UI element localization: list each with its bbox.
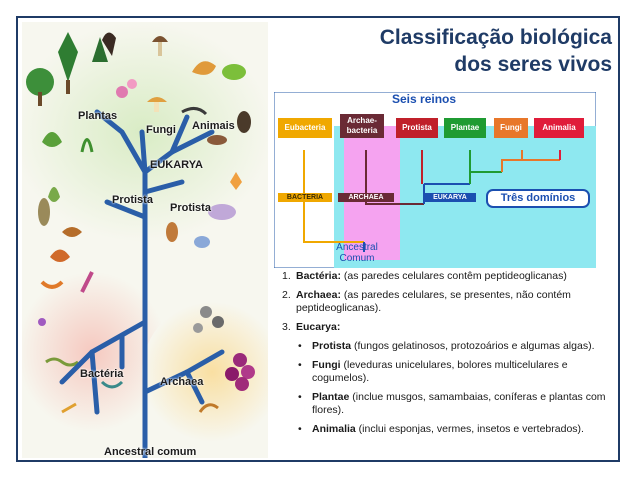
sub-list-item: • Animalia (inclui esponjas, vermes, ins…: [298, 423, 612, 436]
tree-branches: [59, 109, 225, 458]
ancestral-comum-label: Ancestral Comum: [336, 242, 378, 264]
eukarya-halo: [22, 22, 268, 242]
label-animais: Animais: [192, 120, 235, 132]
classification-list: 1. Bactéria: (as paredes celulares contê…: [282, 270, 612, 442]
domain-eukarya: EUKARYA: [424, 193, 476, 202]
domain-bacteria: BACTERIA: [278, 193, 332, 202]
bacteria-organisms: [38, 271, 124, 414]
item-term: Eucarya:: [296, 321, 341, 333]
fungi-organisms: [102, 32, 168, 112]
kingdoms-domains-cladogram: Seis reinos Eubacteria Archae- bacteria …: [274, 92, 596, 268]
bullet: •: [298, 340, 302, 352]
subitem-term: Protista: [312, 340, 352, 352]
list-item: 2. Archaea: (as paredes celulares, se pr…: [282, 289, 612, 315]
kingdom-animalia: Animalia: [534, 118, 584, 138]
sub-list-item: • Plantae (inclue musgos, samambaias, co…: [298, 391, 612, 417]
label-ancestral-comum: Ancestral comum: [104, 446, 197, 458]
animal-organisms: [181, 61, 251, 190]
subitem-term: Fungi: [312, 359, 341, 371]
item-number: 3.: [282, 321, 291, 333]
title-line-1: Classificação biológica: [379, 26, 612, 49]
item-term: Archaea:: [296, 289, 341, 301]
tres-dominios-badge: Três domínios: [486, 189, 590, 208]
label-eukarya: EUKARYA: [150, 159, 203, 171]
bullet: •: [298, 423, 302, 435]
seis-reinos-label: Seis reinos: [392, 92, 457, 106]
archaea-halo: [142, 302, 268, 442]
label-protista-left: Protista: [112, 194, 153, 206]
kingdom-protista: Protista: [396, 118, 438, 138]
item-text: (as paredes celulares, se presentes, não…: [296, 289, 571, 314]
kingdom-archaebacteria: Archae- bacteria: [340, 114, 384, 138]
sub-list-item: • Protista (fungos gelatinosos, protozoá…: [298, 340, 612, 353]
label-plantas: Plantas: [78, 110, 118, 122]
subitem-term: Animalia: [312, 423, 356, 435]
kingdom-eubacteria: Eubacteria: [278, 118, 332, 138]
item-term: Bactéria:: [296, 270, 341, 282]
item-number: 1.: [282, 270, 291, 282]
label-bacteria: Bactéria: [80, 368, 124, 380]
bullet: •: [298, 391, 302, 403]
subitem-text: (fungos gelatinosos, protozoários e algu…: [351, 340, 595, 352]
protist-organisms: [38, 198, 236, 262]
label-fungi: Fungi: [146, 124, 176, 136]
kingdom-plantae: Plantae: [444, 118, 486, 138]
list-item: 1. Bactéria: (as paredes celulares contê…: [282, 270, 612, 283]
domain-archaea: ARCHAEA: [338, 193, 394, 202]
plant-organisms: [26, 32, 137, 237]
label-archaea: Archaea: [160, 376, 204, 388]
archaea-organisms: [193, 306, 255, 413]
item-text: (as paredes celulares contêm peptideogli…: [340, 270, 567, 282]
kingdom-fungi: Fungi: [494, 118, 528, 138]
subitem-term: Plantae: [312, 391, 350, 403]
label-protista-right: Protista: [170, 202, 211, 214]
slide-title: Classificação biológica dos seres vivos: [300, 24, 612, 78]
item-number: 2.: [282, 289, 291, 301]
sub-list-item: • Fungi (leveduras unicelulares, bolores…: [298, 359, 612, 385]
list-item: 3. Eucarya:: [282, 321, 612, 334]
title-line-2: dos seres vivos: [454, 53, 612, 76]
bullet: •: [298, 359, 302, 371]
subitem-text: (inclui esponjas, vermes, insetos e vert…: [355, 423, 584, 435]
tree-illustration: Plantas Fungi Animais EUKARYA Protista P…: [22, 22, 268, 458]
subitem-text: (leveduras unicelulares, bolores multice…: [312, 359, 568, 384]
tree-drawing: [22, 22, 268, 458]
subitem-text: (inclue musgos, samambaias, coníferas e …: [312, 391, 606, 416]
